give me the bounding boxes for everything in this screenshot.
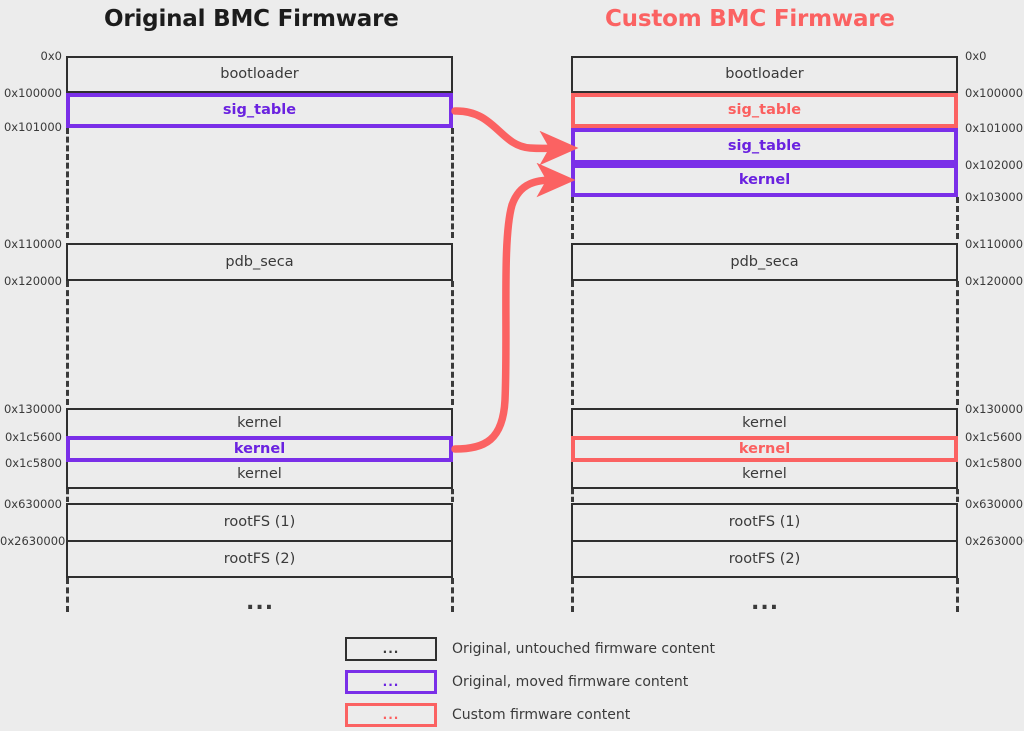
legend-text-moved: Original, moved firmware content [452, 673, 689, 690]
legend-row-custom: ... Custom firmware content [345, 698, 1005, 731]
right-block-sig-table-custom: sig_table [571, 93, 958, 128]
right-panel-title: Custom BMC Firmware [605, 6, 895, 32]
left-rail-gap-1 [66, 128, 69, 238]
right-rail-gap-1b [956, 197, 959, 239]
right-ellipsis: ... [751, 590, 780, 615]
left-rail-gap-1b [451, 128, 454, 238]
left-block-pdb-seca: pdb_seca [66, 243, 453, 281]
legend-text-custom: Custom firmware content [452, 706, 631, 723]
right-rail-gap-4 [571, 578, 574, 612]
right-block-kernel-upper: kernel [571, 408, 958, 436]
left-addr-0x100000: 0x100000 [3, 86, 62, 100]
left-block-rootfs-2-label: rootFS (2) [223, 550, 296, 567]
legend-row-untouched: ... Original, untouched firmware content [345, 632, 1005, 665]
left-addr-0x101000: 0x101000 [3, 120, 62, 134]
right-addr-0x102000: 0x102000 [965, 158, 1024, 172]
legend-text-untouched: Original, untouched firmware content [452, 640, 715, 657]
left-addr-0x630000: 0x630000 [3, 497, 62, 511]
right-block-rootfs-1: rootFS (1) [571, 503, 958, 540]
left-block-kernel-lower-label: kernel [237, 466, 282, 483]
right-block-pdb-seca: pdb_seca [571, 243, 958, 281]
left-block-bootloader: bootloader [66, 56, 453, 93]
right-addr-0x630000: 0x630000 [965, 497, 1024, 511]
right-block-kernel-upper-label: kernel [742, 414, 787, 431]
right-rail-gap-1 [571, 197, 574, 239]
right-addr-0x100000: 0x100000 [965, 86, 1024, 100]
left-rail-gap-3b [451, 489, 454, 502]
left-block-kernel-lower: kernel [66, 462, 453, 489]
right-addr-0x110000: 0x110000 [965, 237, 1024, 251]
left-ellipsis: ... [246, 590, 275, 615]
arrow-sig-table-move [451, 107, 579, 166]
right-block-kernel-lower: kernel [571, 462, 958, 489]
left-block-rootfs-1: rootFS (1) [66, 503, 453, 540]
right-block-rootfs-2-label: rootFS (2) [728, 550, 801, 567]
left-block-kernel-moved-label: kernel [233, 440, 286, 457]
right-block-kernel-lower-label: kernel [742, 466, 787, 483]
right-block-bootloader-label: bootloader [725, 66, 804, 83]
right-rail-gap-3 [571, 489, 574, 502]
legend-row-moved: ... Original, moved firmware content [345, 665, 1005, 698]
legend-swatch-black: ... [345, 636, 437, 661]
left-block-sig-table: sig_table [66, 93, 453, 128]
right-block-sig-table-custom-label: sig_table [727, 102, 802, 119]
left-block-rootfs-2: rootFS (2) [66, 540, 453, 578]
left-rail-gap-4b [451, 578, 454, 612]
legend-swatch-purple-label: ... [382, 674, 400, 689]
left-addr-0x130000: 0x130000 [3, 402, 62, 416]
left-panel-title: Original BMC Firmware [104, 6, 399, 32]
legend-swatch-red: ... [345, 702, 437, 727]
left-rail-gap-2b [451, 281, 454, 405]
left-block-kernel-upper: kernel [66, 408, 453, 436]
right-block-rootfs-2: rootFS (2) [571, 540, 958, 578]
right-block-kernel-moved: kernel [571, 164, 958, 197]
legend-swatch-red-label: ... [382, 707, 400, 722]
right-rail-gap-2b [956, 281, 959, 405]
right-rail-gap-3b [956, 489, 959, 502]
right-rail-gap-4b [956, 578, 959, 612]
right-block-kernel-custom: kernel [571, 436, 958, 462]
left-block-pdb-seca-label: pdb_seca [225, 253, 294, 270]
right-block-kernel-moved-label: kernel [738, 172, 791, 189]
arrow-kernel-move [451, 162, 576, 453]
right-block-rootfs-1-label: rootFS (1) [728, 514, 801, 531]
right-rail-gap-2 [571, 281, 574, 405]
right-addr-0x101000: 0x101000 [965, 121, 1024, 135]
right-addr-0x103000: 0x103000 [965, 190, 1024, 204]
left-block-rootfs-1-label: rootFS (1) [223, 514, 296, 531]
left-block-sig-table-label: sig_table [222, 102, 297, 119]
right-block-bootloader: bootloader [571, 56, 958, 93]
legend-swatch-purple: ... [345, 669, 437, 694]
right-addr-0x2630000: 0x2630000 [965, 534, 1024, 548]
left-block-kernel-moved: kernel [66, 436, 453, 462]
left-rail-gap-4 [66, 578, 69, 612]
right-addr-0x120000: 0x120000 [965, 274, 1024, 288]
left-rail-gap-2 [66, 281, 69, 405]
left-addr-0x0: 0x0 [40, 49, 62, 63]
right-block-pdb-seca-label: pdb_seca [730, 253, 799, 270]
left-addr-0x120000: 0x120000 [3, 274, 62, 288]
right-addr-0x130000: 0x130000 [965, 402, 1024, 416]
right-addr-0x1c5600: 0x1c5600 [965, 430, 1023, 444]
left-block-kernel-upper-label: kernel [237, 414, 282, 431]
right-addr-0x0: 0x0 [965, 49, 987, 63]
left-rail-gap-3 [66, 489, 69, 502]
right-addr-0x1c5800: 0x1c5800 [965, 456, 1023, 470]
left-addr-0x1c5600: 0x1c5600 [4, 430, 62, 444]
right-block-sig-table-moved: sig_table [571, 128, 958, 164]
left-addr-0x110000: 0x110000 [3, 237, 62, 251]
right-block-kernel-custom-label: kernel [738, 440, 791, 457]
legend: ... Original, untouched firmware content… [345, 632, 1005, 731]
left-addr-0x2630000: 0x2630000 [0, 534, 66, 548]
legend-swatch-black-label: ... [382, 641, 400, 656]
left-addr-0x1c5800: 0x1c5800 [4, 456, 62, 470]
right-block-sig-table-moved-label: sig_table [727, 137, 802, 154]
left-block-bootloader-label: bootloader [220, 66, 299, 83]
